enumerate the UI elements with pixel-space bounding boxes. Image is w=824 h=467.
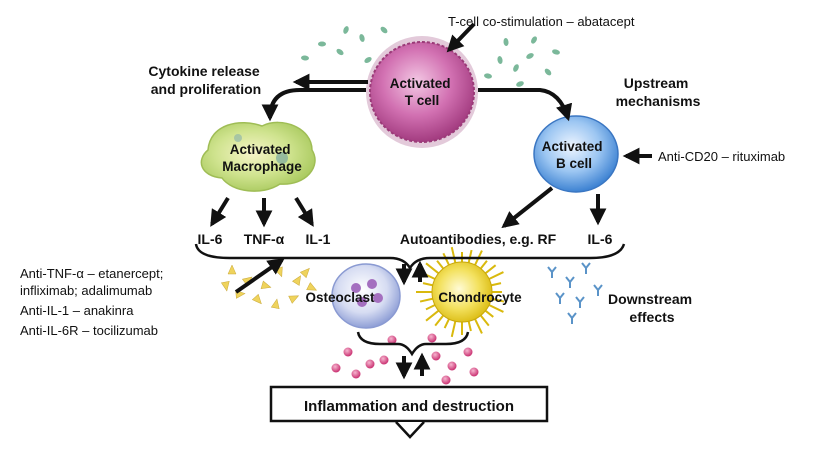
macrophage [200,121,316,192]
enzyme-particle [463,347,473,357]
upstream-label: Upstream mechanisms [616,75,701,109]
antibody-particle [575,296,585,308]
chondrocyte-label: Chondrocyte [438,290,522,305]
pathway-arrows [210,22,652,380]
enzyme-particle [447,361,457,371]
enzyme-particle [379,355,389,365]
cytokine-particle [380,26,388,34]
cytokine-particle [359,34,365,42]
antibody-particles-right [547,262,603,324]
cytokine-particle [544,68,552,76]
cytokine-particle [364,57,372,63]
enzyme-particle [387,335,397,345]
cytokine-particle [288,295,300,304]
cytokine-particle [318,41,326,47]
cytokine-particle [336,48,344,56]
antibody-particle [547,266,557,278]
il6-right-label: IL-6 [588,231,613,247]
cytokine-release-label: Cytokine release and proliferation [148,63,263,97]
antibody-particle [555,292,565,304]
upper-brace [194,243,626,271]
cytokine-particle [503,38,509,46]
lower-brace [356,331,470,357]
cytokine-particle [292,275,301,286]
cytokine-particles-left [220,264,318,310]
cytokine-particle [251,293,262,305]
cytokine-particle [531,36,537,44]
arrow-t-to-b [478,88,573,122]
arrow-to-il1 [294,196,314,227]
cytokine-particle [260,280,272,290]
arrow-t-to-macrophage [261,88,366,122]
downstream-label: Downstream effects [608,291,696,325]
outcome-box: Inflammation and destruction [269,385,549,439]
tnf-label: TNF-α [244,231,285,247]
cytokine-particle [552,49,560,55]
osteoclast [331,263,401,329]
arrow-to-autoantibodies [501,186,554,229]
t-cell [366,36,478,148]
therapy-anakinra: Anti-IL-1 – anakinra [20,303,134,318]
cytokine-particle [270,298,280,310]
osteoclast-label: Osteoclast [305,290,375,305]
enzyme-particle [365,359,375,369]
enzyme-particle [331,363,341,373]
cytokine-particle [526,53,534,59]
cytokine-particle [227,264,237,275]
arrow-to-il6-left [210,196,230,227]
cytokine-particle [343,26,349,34]
enzyme-particle [441,375,451,385]
cytokine-particles-top [301,26,560,87]
cytokine-particle [497,56,503,64]
therapy-tocilizumab: Anti-IL-6R – tocilizumab [20,323,158,338]
enzyme-particle [431,351,441,361]
t-cell-label: Activated T cell [390,76,455,108]
enzyme-particle [351,369,361,379]
enzyme-particles-bottom [331,333,479,385]
arrow-abatacept [446,22,476,53]
therapy-anti-tnf-cont: infliximab; adalimumab [20,283,152,298]
enzyme-particle [343,347,353,357]
macrophage-label: Activated Macrophage [222,142,302,174]
cytokine-particle [516,81,524,87]
therapy-abatacept: T-cell co-stimulation – abatacept [448,14,635,29]
autoantibodies-label: Autoantibodies, e.g. RF [400,231,557,247]
b-cell-label: Activated B cell [542,139,607,171]
il1-label: IL-1 [306,231,331,247]
cytokine-particle [301,55,309,61]
b-cell [533,115,619,193]
antibody-particle [567,312,577,324]
arrow-anti-cytokine [234,258,285,294]
cytokine-particle [220,281,230,292]
therapy-anti-tnf: Anti-TNF-α – etanercept; [20,266,163,281]
enzyme-particle [427,333,437,343]
cytokine-particle [274,266,283,278]
il6-left-label: IL-6 [198,231,223,247]
enzyme-particle [469,367,479,377]
cytokine-particle [306,282,318,291]
antibody-particle [565,276,575,288]
cytokine-particle [513,64,519,72]
antibody-particle [593,284,603,296]
cytokine-particle [299,267,310,279]
outcome-label: Inflammation and destruction [304,398,514,415]
antibody-particle [581,262,591,274]
cytokine-particle [484,73,492,79]
therapy-rituximab: Anti-CD20 – rituximab [658,149,785,164]
